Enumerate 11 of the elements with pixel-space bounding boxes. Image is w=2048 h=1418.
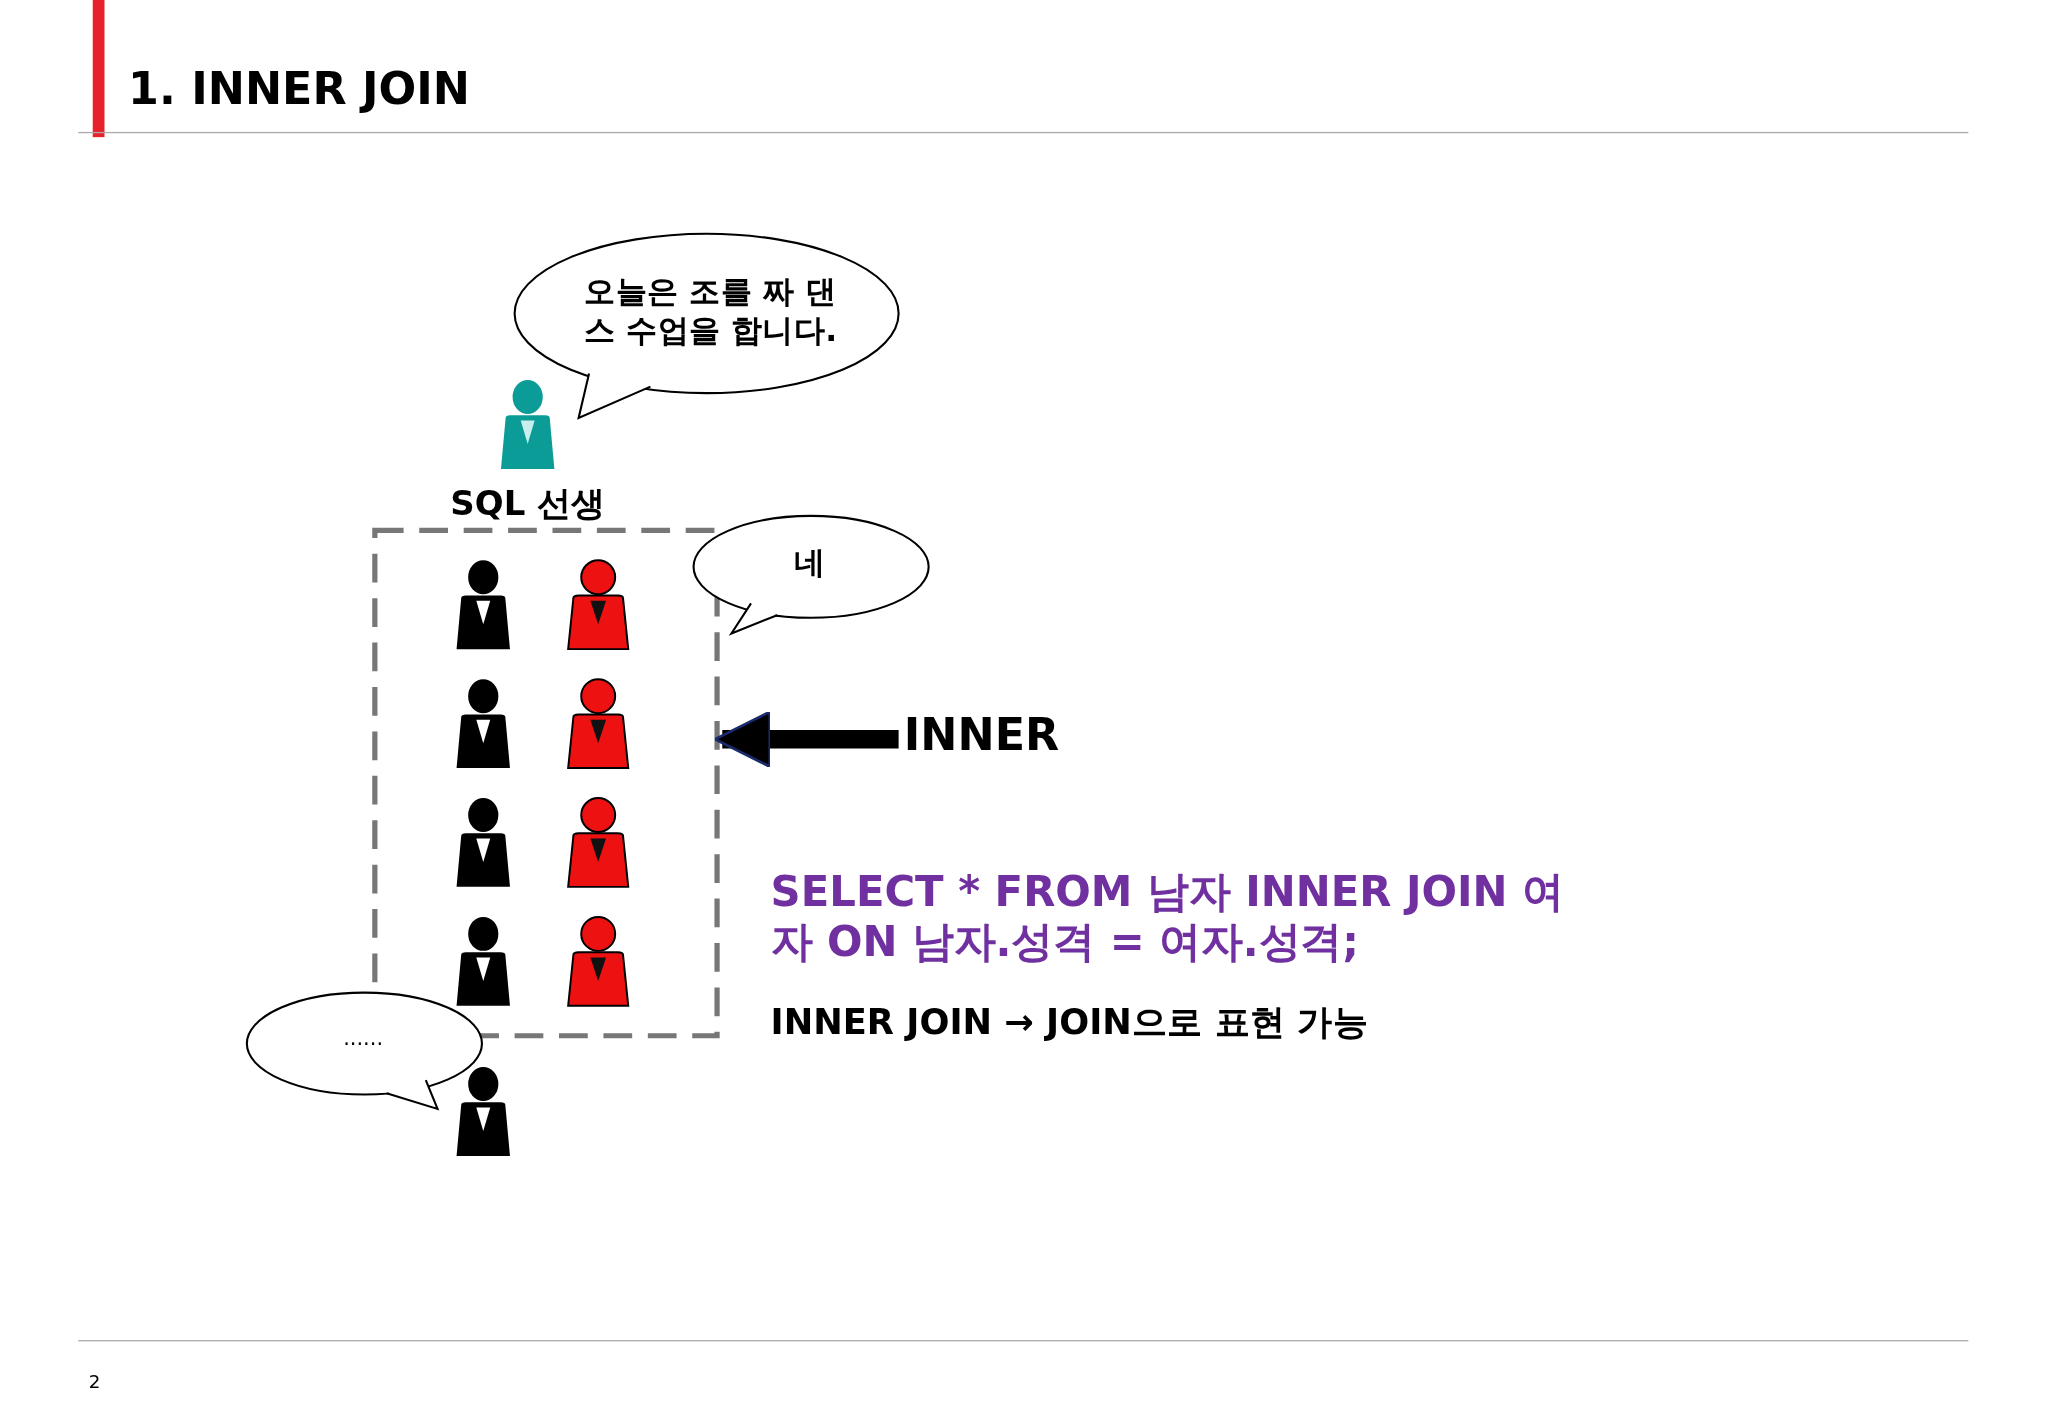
bubble-text: 네 bbox=[793, 543, 827, 583]
slide-title: 1. INNER JOIN bbox=[128, 62, 471, 115]
bubble-text: ...... bbox=[342, 1025, 384, 1052]
bubble-text: 오늘은 조를 짜 댄스 수업을 합니다. bbox=[582, 272, 839, 351]
page-number: 2 bbox=[88, 1371, 101, 1394]
arrow bbox=[713, 710, 899, 769]
note-text: INNER JOIN → JOIN으로 표현 가능 bbox=[770, 1001, 1368, 1045]
person-caption: SQL 선생 bbox=[449, 482, 606, 525]
sql-code: SELECT * FROM 남자 INNER JOIN 여자 ON 남자.성격 = 여자.성격; bbox=[770, 867, 1565, 968]
dashed-group-box bbox=[374, 530, 718, 1036]
keyword-label: INNER bbox=[903, 707, 1060, 761]
